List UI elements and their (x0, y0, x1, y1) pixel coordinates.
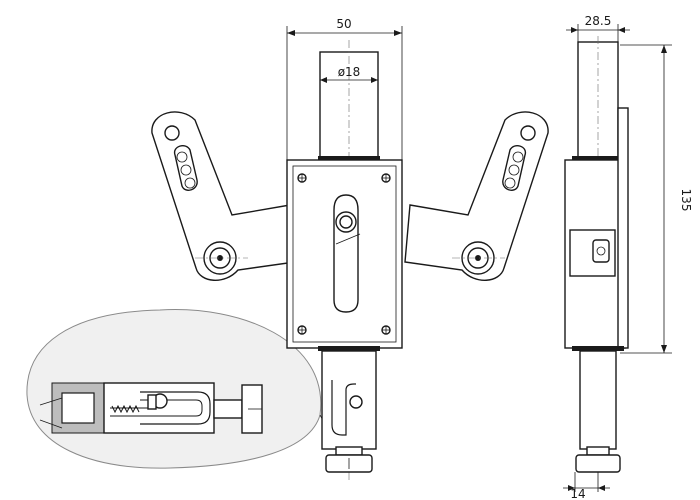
side-top-shaft (577, 41, 619, 161)
dimension-shaft-diameter: ø18 (338, 65, 361, 79)
housing-screws (297, 173, 391, 335)
side-bottom-shaft (579, 350, 617, 450)
right-arm-hole (520, 125, 536, 141)
front-dimensions (286, 26, 403, 160)
side-view (564, 36, 629, 473)
detail-spring (111, 404, 140, 414)
right-arm-slot (502, 145, 527, 191)
dimension-bottom-offset: 14 (570, 487, 585, 500)
top-collar (318, 156, 380, 161)
dimension-side-height: 135 (679, 189, 693, 212)
detail-shaft (213, 399, 243, 419)
dimension-front-width: 50 (336, 17, 351, 31)
right-arm (404, 111, 549, 281)
dimension-side-width: 28.5 (585, 14, 612, 28)
left-arm-hole (164, 125, 180, 141)
side-dimensions (563, 24, 672, 492)
bottom-collar (318, 346, 380, 351)
side-plate (617, 107, 629, 349)
bottom-latch (349, 395, 363, 409)
detail-callout (26, 309, 335, 469)
left-arm-slot (173, 145, 198, 191)
left-arm (151, 111, 296, 281)
front-view (151, 40, 549, 480)
bottom-shaft (321, 350, 377, 450)
side-bottom-knob (575, 454, 621, 473)
